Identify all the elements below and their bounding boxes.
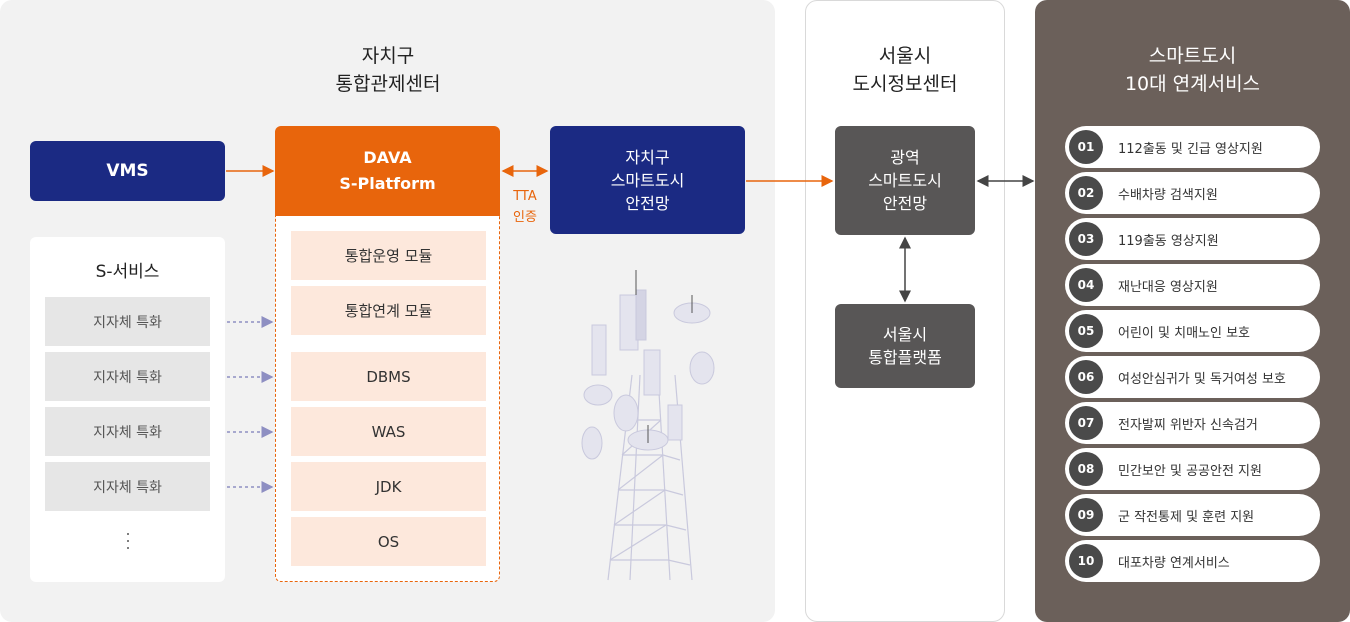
dava-platform-header: DAVA S-Platform — [275, 126, 500, 216]
service-item-09: 09 군 작전통제 및 훈련 지원 — [1065, 494, 1320, 536]
seoul-center-title: 서울시 도시정보센터 — [852, 45, 958, 95]
service-number-badge: 06 — [1069, 360, 1103, 394]
service-label: 여성안심귀가 및 독거여성 보호 — [1118, 371, 1286, 387]
service-item-01: 01 112출동 및 긴급 영상지원 — [1065, 126, 1320, 168]
service-label: 민간보안 및 공공안전 지원 — [1118, 463, 1262, 479]
service-number-badge: 07 — [1069, 406, 1103, 440]
service-label: 수배차량 검색지원 — [1118, 187, 1218, 203]
service-item-06: 06 여성안심귀가 및 독거여성 보호 — [1065, 356, 1320, 398]
service-label: 112출동 및 긴급 영상지원 — [1118, 141, 1263, 157]
module-dbms: DBMS — [291, 352, 486, 401]
service-number-badge: 03 — [1069, 222, 1103, 256]
module-os: OS — [291, 517, 486, 566]
services-title: 스마트도시 10대 연계서비스 — [1124, 45, 1261, 95]
service-number-badge: 10 — [1069, 544, 1103, 578]
module-integrated-link: 통합연계 모듈 — [291, 286, 486, 335]
service-number-badge: 01 — [1069, 130, 1103, 164]
local-service-item: 지자체 특화 — [45, 407, 210, 456]
local-service-item: 지자체 특화 — [45, 297, 210, 346]
s-service-title: S-서비스 — [95, 262, 160, 282]
service-label: 재난대응 영상지원 — [1118, 279, 1218, 295]
local-service-item: 지자체 특화 — [45, 462, 210, 511]
service-item-03: 03 119출동 영상지원 — [1065, 218, 1320, 260]
service-number-badge: 05 — [1069, 314, 1103, 348]
seoul-integrated-platform-box: 서울시 통합플랫폼 — [835, 304, 975, 388]
service-label: 119출동 영상지원 — [1118, 233, 1219, 249]
s-service-box: S-서비스 지자체 특화 지자체 특화 지자체 특화 지자체 특화 — [30, 237, 225, 582]
service-item-04: 04 재난대응 영상지원 — [1065, 264, 1320, 306]
more-ellipsis-icon — [126, 533, 130, 553]
service-label: 군 작전통제 및 훈련 지원 — [1118, 509, 1255, 525]
service-item-08: 08 민간보안 및 공공안전 지원 — [1065, 448, 1320, 490]
dava-module-stack: 통합운영 모듈 통합연계 모듈 DBMS WAS JDK OS — [275, 216, 500, 582]
metro-safety-network-box: 광역 스마트도시 안전망 — [835, 126, 975, 235]
district-safety-network-box: 자치구 스마트도시 안전망 — [550, 126, 745, 234]
module-integrated-operation: 통합운영 모듈 — [291, 231, 486, 280]
service-item-07: 07 전자발찌 위반자 신속검거 — [1065, 402, 1320, 444]
module-was: WAS — [291, 407, 486, 456]
service-label: 전자발찌 위반자 신속검거 — [1118, 417, 1258, 433]
vms-box: VMS — [30, 141, 225, 201]
service-item-02: 02 수배차량 검색지원 — [1065, 172, 1320, 214]
service-item-10: 10 대포차량 연계서비스 — [1065, 540, 1320, 582]
service-number-badge: 02 — [1069, 176, 1103, 210]
local-service-item: 지자체 특화 — [45, 352, 210, 401]
service-number-badge: 09 — [1069, 498, 1103, 532]
service-label: 어린이 및 치매노인 보호 — [1118, 325, 1250, 341]
tta-certification-label: TTA 인증 — [513, 189, 537, 225]
service-number-badge: 04 — [1069, 268, 1103, 302]
service-label: 대포차량 연계서비스 — [1118, 555, 1230, 571]
service-number-badge: 08 — [1069, 452, 1103, 486]
module-jdk: JDK — [291, 462, 486, 511]
service-item-05: 05 어린이 및 치매노인 보호 — [1065, 310, 1320, 352]
district-center-title: 자치구 통합관제센터 — [335, 45, 441, 95]
